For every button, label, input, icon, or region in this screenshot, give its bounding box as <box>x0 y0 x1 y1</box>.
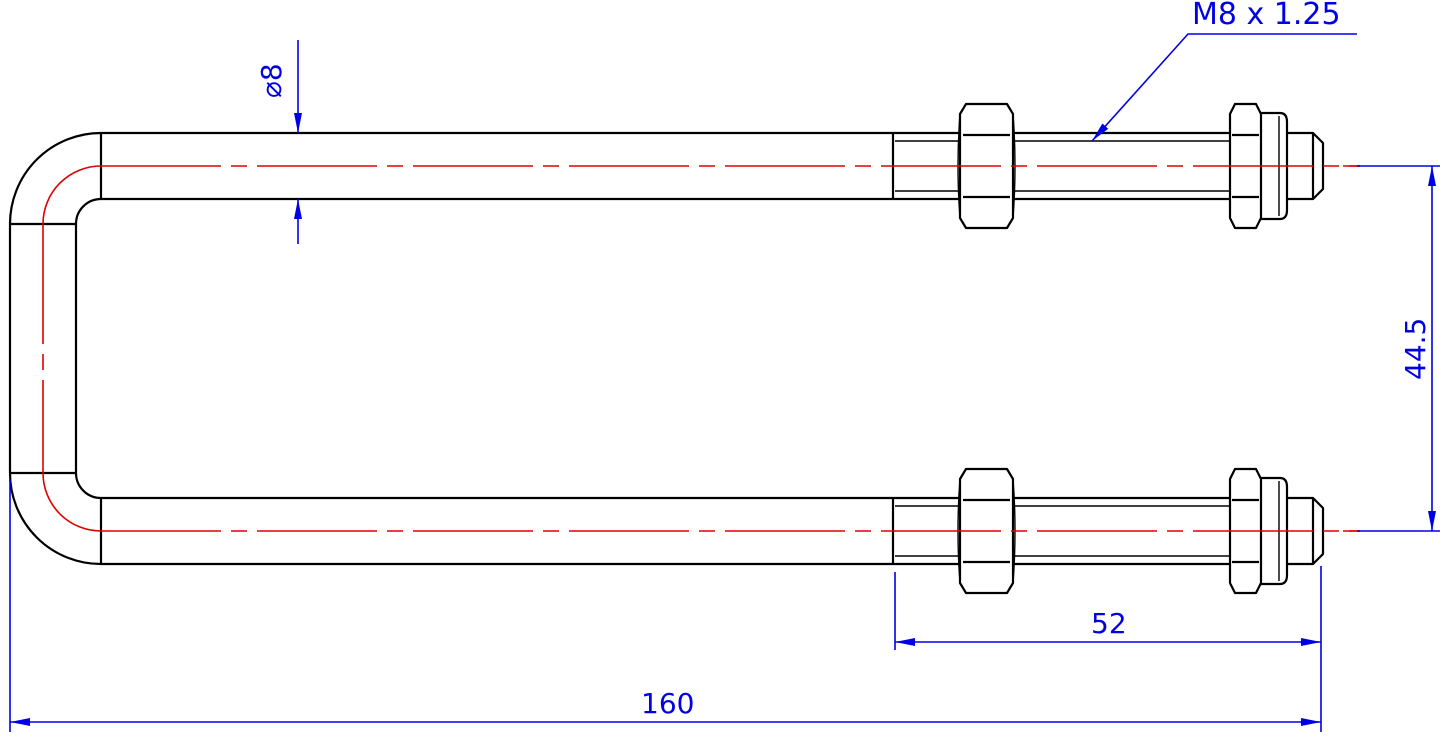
overall-length-label: 160 <box>641 687 695 720</box>
leg-spacing-extension-lines <box>1357 165 1440 532</box>
bottom-leg-outline <box>101 496 893 566</box>
top-bend-centerline <box>42 165 102 225</box>
bottom-bend-centerline <box>42 472 102 532</box>
bottom-inner-hex-nut <box>957 467 1016 595</box>
center-lines <box>42 165 1360 532</box>
bottom-outer-hex-nut <box>1228 467 1263 595</box>
leg-spacing-label: 44.5 <box>1399 317 1432 380</box>
left-segment-outline <box>8 224 78 473</box>
thread-length-extension-lines <box>894 566 1322 732</box>
top-leg-outline <box>101 131 893 201</box>
thread-leader-line <box>1091 33 1357 142</box>
dimensions <box>9 33 1440 732</box>
thread-spec-label: M8 x 1.25 <box>1192 0 1341 32</box>
top-outer-hex-nut <box>1228 102 1263 230</box>
u-bolt-body <box>8 131 893 566</box>
thread-length-label: 52 <box>1091 607 1127 640</box>
top-bend-outline <box>8 131 102 226</box>
diameter-label: ⌀8 <box>255 63 288 98</box>
bottom-bend-outline <box>8 472 102 566</box>
tangent-lines <box>10 133 103 564</box>
